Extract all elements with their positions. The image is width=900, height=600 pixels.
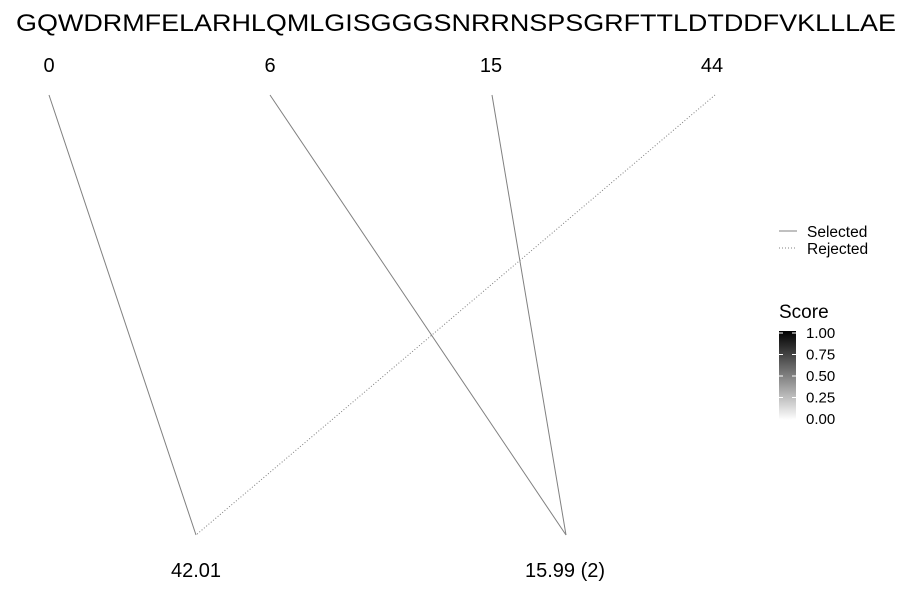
position-label: 15 — [480, 55, 502, 77]
mass-label: 15.99 (2) — [525, 560, 605, 582]
rejected-link-line — [195, 94, 716, 536]
selected-link-line — [269, 94, 567, 536]
peptide-sequence: GQWDRMFELARHLQMLGISGGGSNRRNSPSGRFTTLDTDD… — [16, 10, 896, 37]
selected-link-line — [48, 94, 197, 536]
score-colorbar — [779, 331, 796, 420]
score-tick-label: 1.00 — [806, 325, 835, 342]
legend-rejected-label: Rejected — [807, 241, 868, 258]
legend-selected-label: Selected — [807, 224, 867, 241]
score-tick-label: 0.50 — [806, 368, 835, 385]
line-type-legend: Selected Rejected — [779, 224, 868, 258]
position-label: 0 — [43, 55, 54, 77]
score-tick-label: 0.25 — [806, 390, 835, 407]
score-tick-label: 0.75 — [806, 347, 835, 364]
position-label: 44 — [701, 55, 723, 77]
connection-lines — [48, 94, 716, 536]
selected-link-line — [491, 94, 567, 536]
score-ticks — [779, 332, 796, 420]
mass-label: 42.01 — [171, 560, 221, 582]
position-label: 6 — [264, 55, 275, 77]
mass-labels: 42.01 15.99 (2) — [171, 560, 605, 582]
score-tick-label: 0.00 — [806, 411, 835, 428]
position-labels: 0 6 15 44 — [43, 55, 723, 77]
score-legend-title: Score — [779, 302, 829, 323]
score-colorbar-legend: Score 1.00 0.75 0.50 0.25 0.00 — [779, 302, 835, 428]
